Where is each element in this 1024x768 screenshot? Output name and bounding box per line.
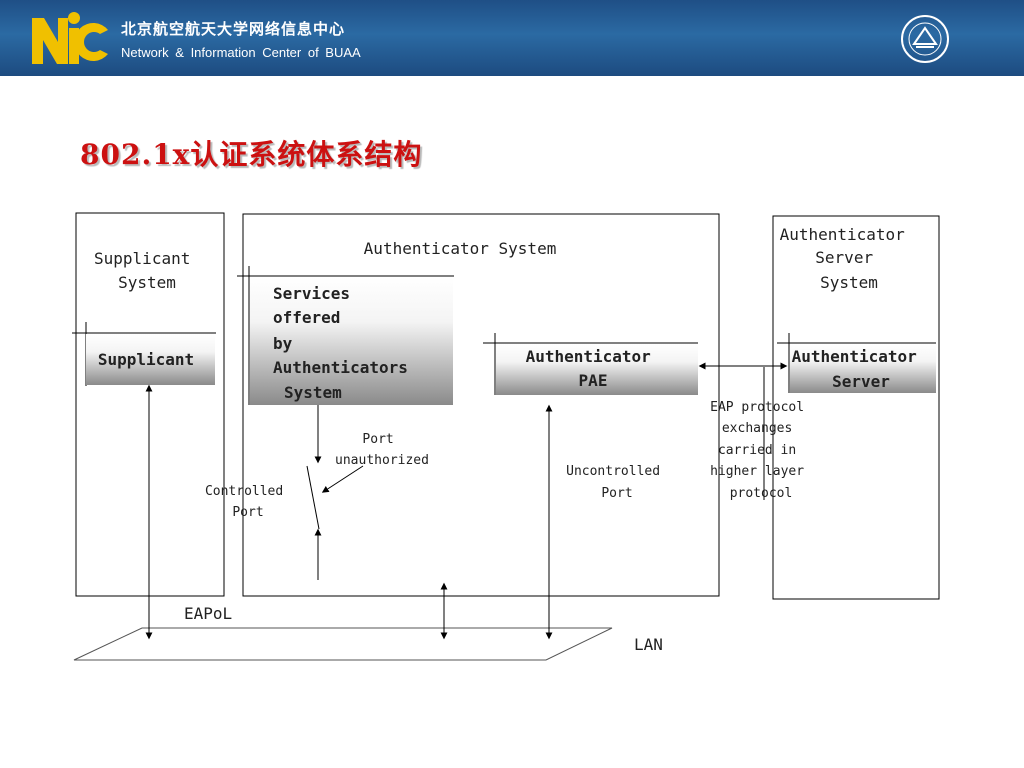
server-system-label: Authenticator Server System <box>780 225 915 292</box>
services-label: Services offered by Authenticators Syste… <box>273 284 418 402</box>
authenticator-system-label: Authenticator System <box>364 239 557 258</box>
authenticator-pae-box <box>496 344 698 395</box>
org-name-cn: 北京航空航天大学网络信息中心 <box>121 20 346 38</box>
lan-plane <box>73 627 613 661</box>
university-seal-icon <box>901 15 949 63</box>
supplicant-label: Supplicant <box>98 350 194 369</box>
supplicant-box <box>86 334 215 385</box>
uncontrolled-port-label: Uncontrolled Port <box>566 464 668 501</box>
org-name-en: Network & Information Center of BUAA <box>121 45 361 60</box>
authenticator-pae-label: Authenticator PAE <box>526 347 661 390</box>
page-title: 802.1x认证系统体系结构 <box>80 138 423 171</box>
authenticator-system-box <box>242 213 720 597</box>
authenticator-server-label: Authenticator Server <box>792 347 927 391</box>
services-box <box>250 277 453 405</box>
eap-protocol-label: EAP protocol exchanges carried in higher… <box>710 400 812 501</box>
supplicant-system-box <box>75 212 225 597</box>
eapol-label: EAPoL <box>184 604 232 623</box>
authenticator-server-box <box>790 344 936 393</box>
nic-logo-icon <box>32 12 108 64</box>
header-banner: 北京航空航天大学网络信息中心 Network & Information Cen… <box>0 0 1024 76</box>
lan-label: LAN <box>634 635 663 654</box>
port-unauthorized-label: Port unauthorized <box>335 432 429 468</box>
server-system-box <box>772 215 940 600</box>
supplicant-system-label: Supplicant System <box>94 249 200 292</box>
controlled-port-label: Controlled Port <box>205 484 291 520</box>
